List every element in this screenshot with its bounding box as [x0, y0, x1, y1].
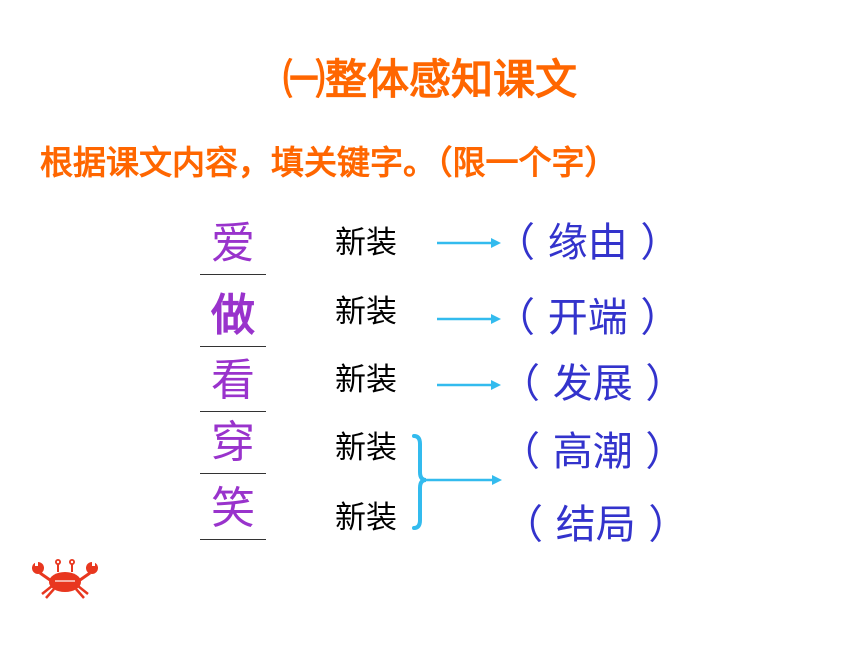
answer-blank-5: 笑: [200, 481, 266, 540]
row-label-4: 新装: [335, 430, 397, 466]
story-part-2: （ 开端 ）: [495, 295, 681, 341]
story-part-3: （ 发展 ）: [500, 361, 686, 407]
arrow-right-icon: [437, 238, 501, 248]
answer-char-5: 笑: [211, 483, 255, 534]
story-part-4: （ 高潮 ）: [500, 429, 686, 475]
answer-char-2: 做: [211, 290, 255, 341]
answer-char-1: 爱: [211, 218, 255, 269]
answer-blank-1: 爱: [200, 216, 266, 275]
answer-char-3: 看: [211, 355, 255, 406]
row-label-5: 新装: [335, 500, 397, 536]
row-label-2: 新装: [335, 294, 397, 330]
answer-char-4: 穿: [211, 417, 255, 468]
row-label-1: 新装: [335, 225, 397, 261]
slide-title: ㈠整体感知课文: [282, 55, 577, 104]
arrow-right-icon: [437, 314, 501, 324]
arrow-right-icon: [437, 380, 501, 390]
instruction-text: 根据课文内容，填关键字。（限一个字）: [40, 143, 618, 182]
story-part-5: （ 结局 ）: [503, 502, 689, 548]
answer-blank-2: 做: [200, 288, 266, 347]
story-part-1: （ 缘由 ）: [495, 220, 681, 266]
answer-blank-3: 看: [200, 353, 266, 412]
answer-blank-4: 穿: [200, 415, 266, 474]
crab-icon: [32, 559, 98, 599]
row-label-3: 新装: [335, 362, 397, 398]
brace-arrow-icon: [412, 434, 502, 530]
